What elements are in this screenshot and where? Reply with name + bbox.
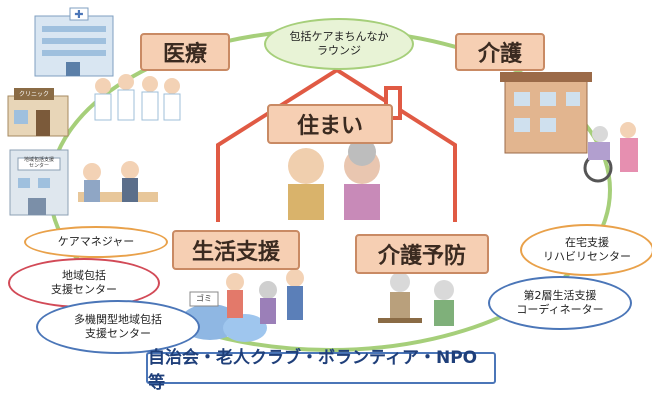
wheelchair-care-icon xyxy=(583,122,638,183)
svg-text:✚: ✚ xyxy=(74,8,83,21)
exercise-elderly-icon xyxy=(378,272,454,326)
consultation-icon xyxy=(78,161,158,202)
label-kaigo: 介護 xyxy=(455,33,545,71)
trash-sign: ゴミ xyxy=(196,294,212,303)
bottom-organizations-bar: 自治会・老人クラブ・ボランティア・NPO 等 xyxy=(146,348,496,393)
label-iryo: 医療 xyxy=(140,33,230,71)
diagram-background: ✚ xyxy=(7,7,638,352)
clinic-icon xyxy=(7,88,69,137)
label-kaigo-yobo: 介護予防 xyxy=(355,234,489,274)
label-seikatsu-shien: 生活支援 xyxy=(172,230,300,270)
oval-takinou: 多機関型地域包括 支援センター xyxy=(36,300,200,354)
medical-staff-icon xyxy=(94,74,181,121)
clinic-sign: クリニック xyxy=(18,91,49,98)
house-outline xyxy=(216,67,457,222)
care-facility-icon xyxy=(500,72,592,154)
oval-zaitaku: 在宅支援 リハビリセンター xyxy=(520,224,652,276)
label-sumai: 住まい xyxy=(267,104,393,144)
oval-lounge: 包括ケアまちんなか ラウンジ xyxy=(264,18,414,70)
community-center-icon xyxy=(9,149,69,216)
elderly-couple-icon xyxy=(288,138,380,220)
hospital-icon: ✚ xyxy=(34,7,114,77)
center-sign: 地域包括支援 センター xyxy=(23,157,54,169)
oval-care-manager: ケアマネジャー xyxy=(24,226,168,258)
oval-dai2sou: 第2層生活支援 コーディネーター xyxy=(488,276,632,330)
